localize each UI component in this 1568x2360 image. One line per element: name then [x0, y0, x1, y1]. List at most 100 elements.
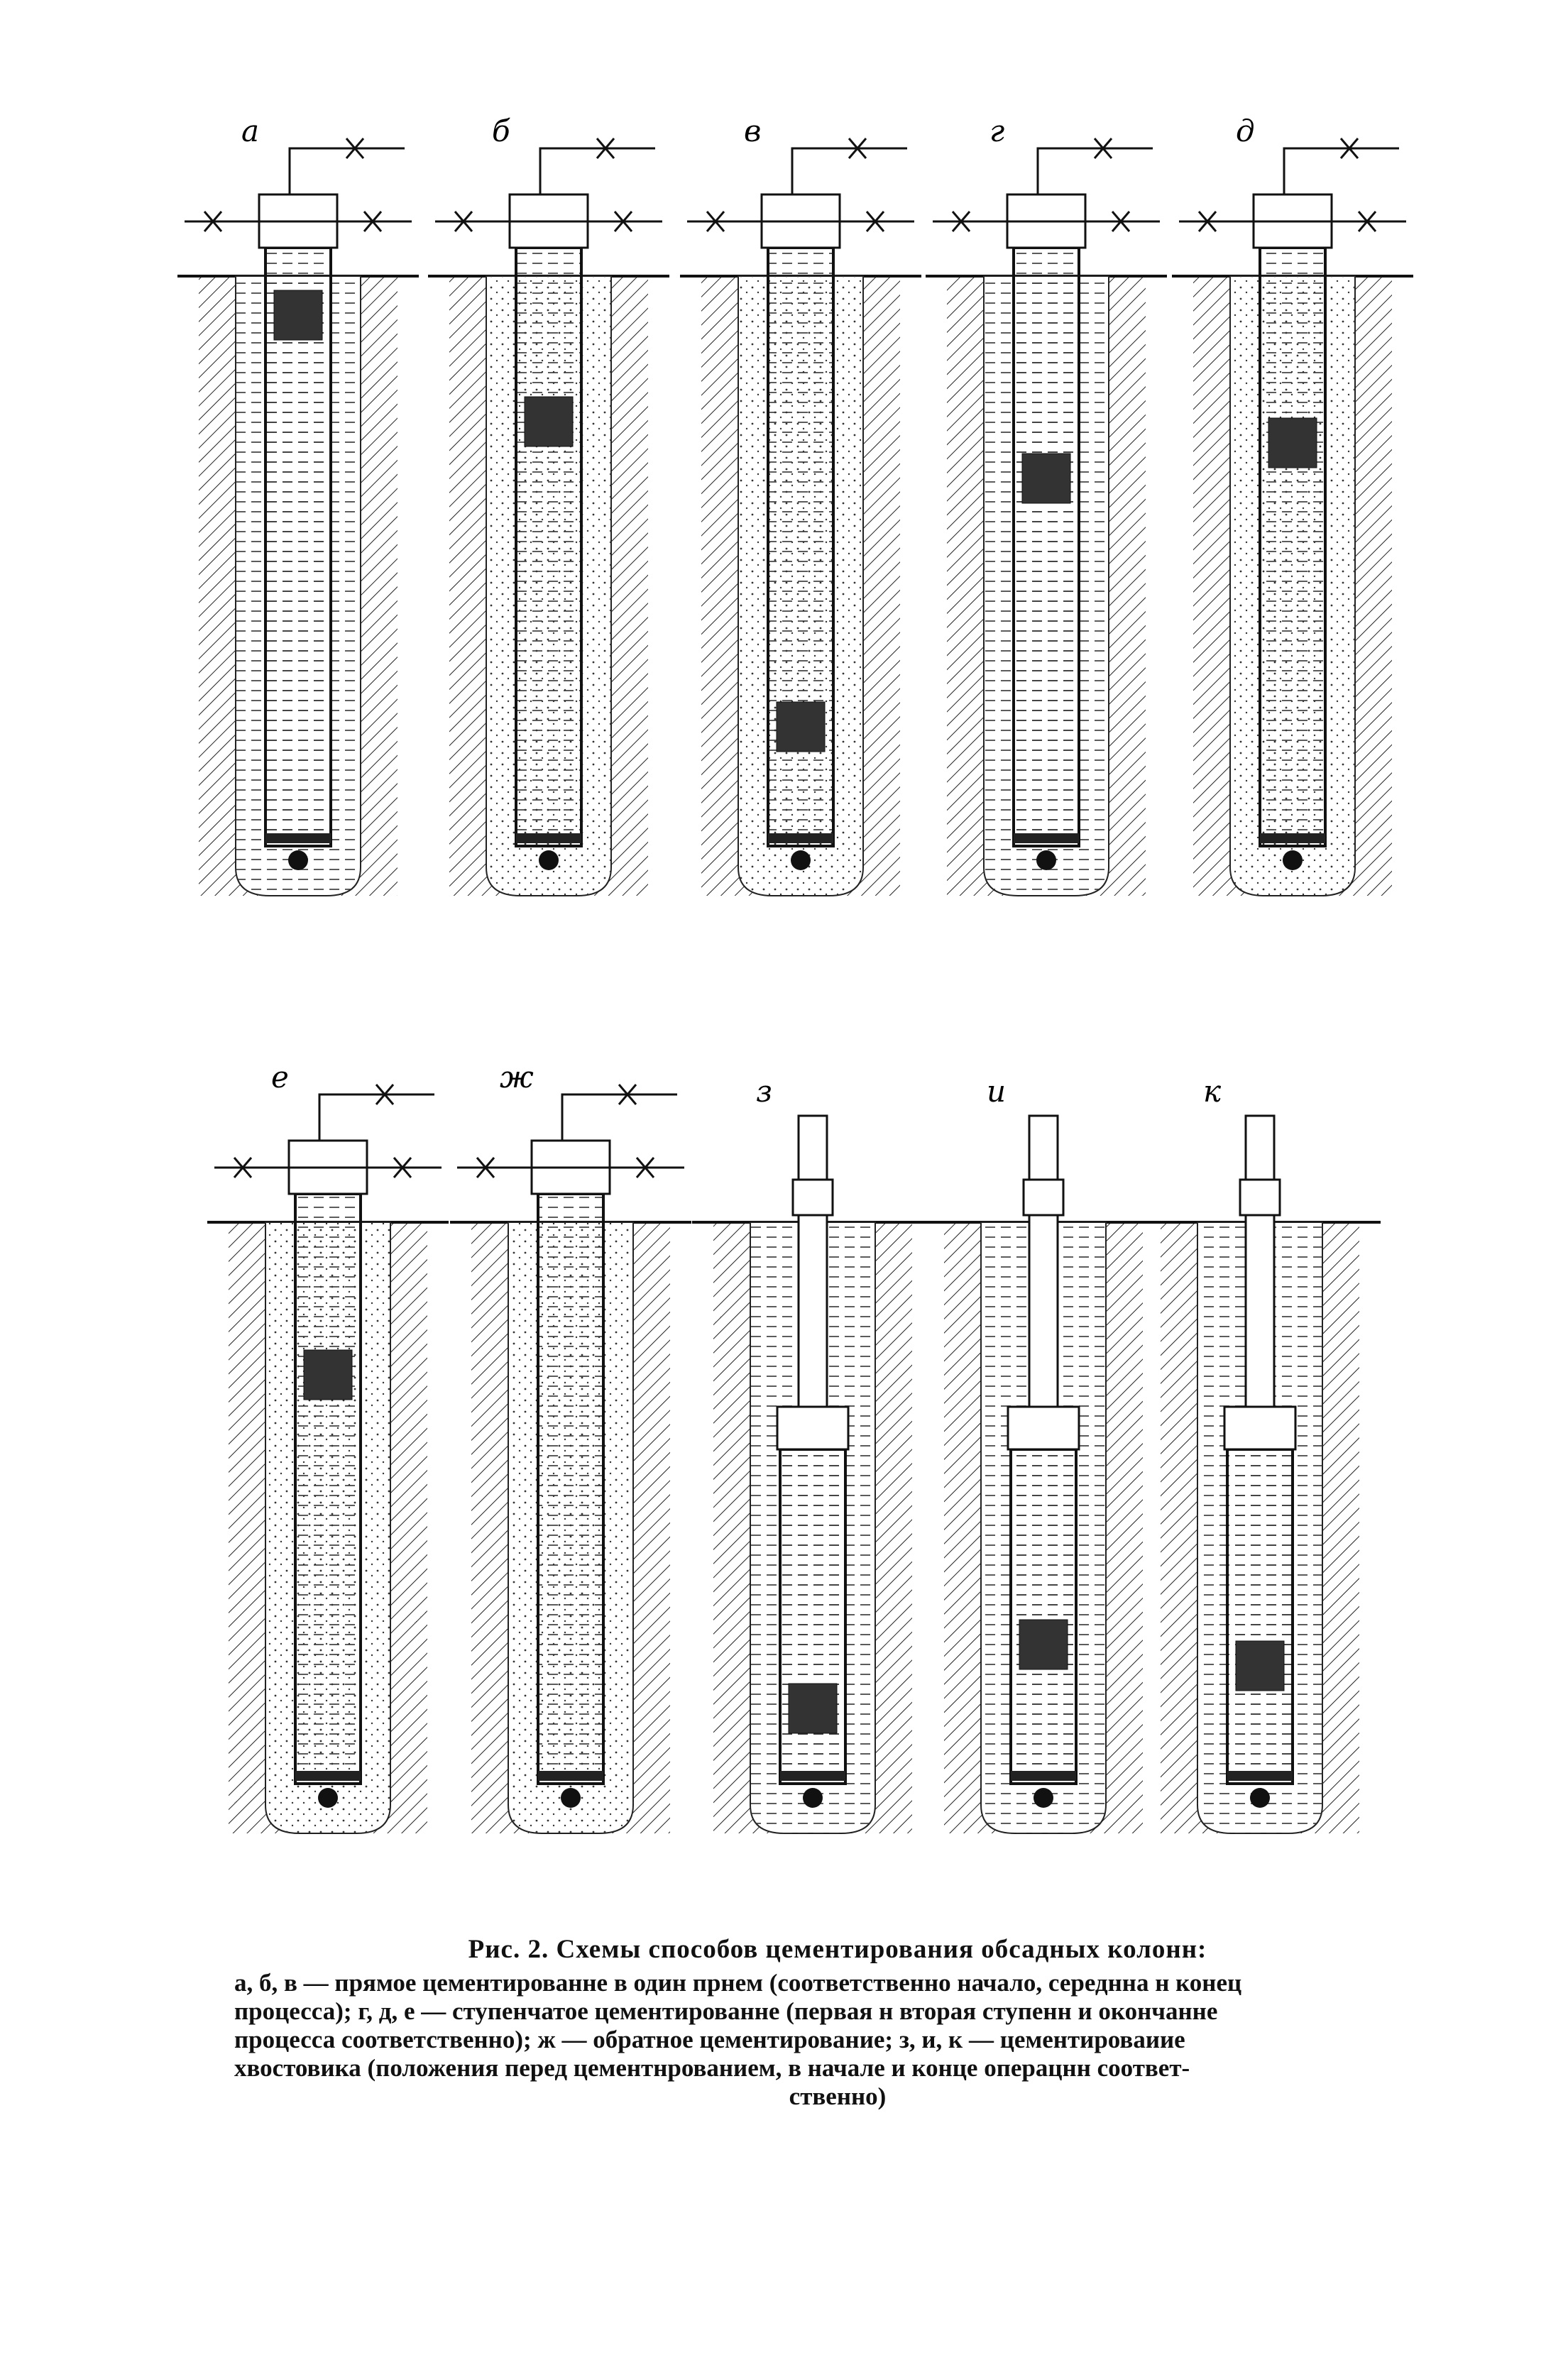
float-valve-ball [1036, 850, 1056, 870]
figure-caption: Рис. 2. Схемы способов цементирования об… [234, 1934, 1441, 2111]
well-label: д [1236, 114, 1255, 148]
valve-icon [363, 211, 383, 232]
cementing-plug [273, 290, 323, 341]
valve-icon [635, 1157, 655, 1178]
cementing-plug [1021, 453, 1071, 504]
well-label: е [271, 1060, 289, 1094]
valve-icon [393, 1157, 412, 1178]
valve-icon [375, 1084, 395, 1105]
valve-icon [706, 211, 725, 232]
float-valve-ball [288, 850, 308, 870]
well-label: в [744, 114, 761, 148]
well-stage-first: г [926, 114, 1167, 896]
valve-icon [951, 211, 971, 232]
caption-line: а, б, в — прямое цементированне в один п… [234, 1969, 1242, 1997]
valve-icon [1111, 211, 1131, 232]
casing-pipe [767, 246, 835, 847]
well-label: и [987, 1074, 1006, 1109]
float-valve-ball [561, 1788, 581, 1808]
drill-pipe [1244, 1114, 1276, 1451]
top-line [288, 147, 405, 194]
float-valve-ball [1250, 1788, 1270, 1808]
liner-hanger [1223, 1405, 1297, 1451]
stop-ring [295, 1771, 361, 1781]
stop-ring [780, 1771, 845, 1781]
casing-pipe [1012, 246, 1080, 847]
casing-pipe [1259, 246, 1327, 847]
valve-icon [345, 138, 365, 159]
float-valve-ball [1034, 1788, 1053, 1808]
valve-icon [596, 138, 615, 159]
valve-icon [1197, 211, 1217, 232]
valve-icon [476, 1157, 495, 1178]
stop-ring [538, 1771, 603, 1781]
caption-body: а, б, в — прямое цементированне в один п… [234, 1969, 1441, 2111]
well-liner-start: и [923, 1074, 1164, 1834]
caption-line: хвостовика (положения перед цементнрован… [234, 2054, 1190, 2082]
pipe-coupling [791, 1178, 834, 1217]
stop-ring [1227, 1771, 1293, 1781]
top-line [561, 1093, 677, 1141]
well-label: ж [500, 1060, 534, 1094]
caption-line: процесса соответственно); ж — обратное ц… [234, 2026, 1185, 2053]
well-liner-end: к [1139, 1074, 1381, 1834]
float-valve-ball [539, 850, 559, 870]
drill-pipe [797, 1114, 828, 1451]
float-valve-ball [803, 1788, 823, 1808]
float-valve-ball [791, 850, 811, 870]
well-direct-end: в [680, 114, 921, 896]
stop-ring [516, 833, 581, 843]
casing-pipe [537, 1192, 605, 1785]
cementing-plug [776, 701, 826, 752]
casing-pipe [294, 1192, 362, 1785]
valve-icon [1093, 138, 1113, 159]
pipe-coupling [1239, 1178, 1281, 1217]
liner-hanger [1007, 1405, 1080, 1451]
well-reverse: ж [450, 1060, 691, 1834]
valve-icon [203, 211, 223, 232]
caption-line: процесса); г, д, е — ступенчатое цементи… [234, 1997, 1218, 2025]
cementing-plug [1019, 1619, 1068, 1670]
stop-ring [768, 833, 833, 843]
valve-icon [613, 211, 633, 232]
top-line [1283, 147, 1399, 194]
valve-icon [233, 1157, 253, 1178]
casing-pipe [515, 246, 583, 847]
cementing-plug [788, 1683, 838, 1734]
well-label: а [241, 114, 259, 148]
well-label: г [989, 114, 1004, 148]
well-direct-middle: б [428, 114, 669, 896]
cementing-plug [1268, 417, 1317, 468]
casing-pipe [1009, 1448, 1078, 1785]
valve-icon [1357, 211, 1377, 232]
drill-pipe [1028, 1114, 1059, 1451]
cementing-schemes-figure: а б в г д е ж з и к [177, 114, 1413, 1834]
cementing-plug [303, 1349, 353, 1400]
casing-pipe [264, 246, 332, 847]
liner-hanger [776, 1405, 850, 1451]
pipe-coupling [1022, 1178, 1065, 1217]
caption-title: Рис. 2. Схемы способов цементирования об… [468, 1935, 1207, 1964]
well-label: б [492, 114, 510, 148]
well-stage-end: е [207, 1060, 449, 1834]
stop-ring [1011, 1771, 1076, 1781]
well-label: к [1203, 1074, 1222, 1109]
top-line [318, 1093, 434, 1141]
valve-icon [1339, 138, 1359, 159]
top-line [1036, 147, 1153, 194]
well-stage-second: д [1172, 114, 1413, 896]
well-label: з [756, 1074, 772, 1109]
cementing-plug [524, 396, 574, 447]
float-valve-ball [1283, 850, 1303, 870]
cementing-plug [1235, 1640, 1285, 1691]
valve-icon [848, 138, 867, 159]
stop-ring [1014, 833, 1079, 843]
valve-icon [865, 211, 885, 232]
valve-icon [454, 211, 473, 232]
well-liner-before: з [692, 1074, 933, 1834]
stop-ring [1260, 833, 1325, 843]
casing-pipe [1226, 1448, 1294, 1785]
float-valve-ball [318, 1788, 338, 1808]
valve-icon [618, 1084, 637, 1105]
caption-line: ственно) [789, 2082, 887, 2110]
